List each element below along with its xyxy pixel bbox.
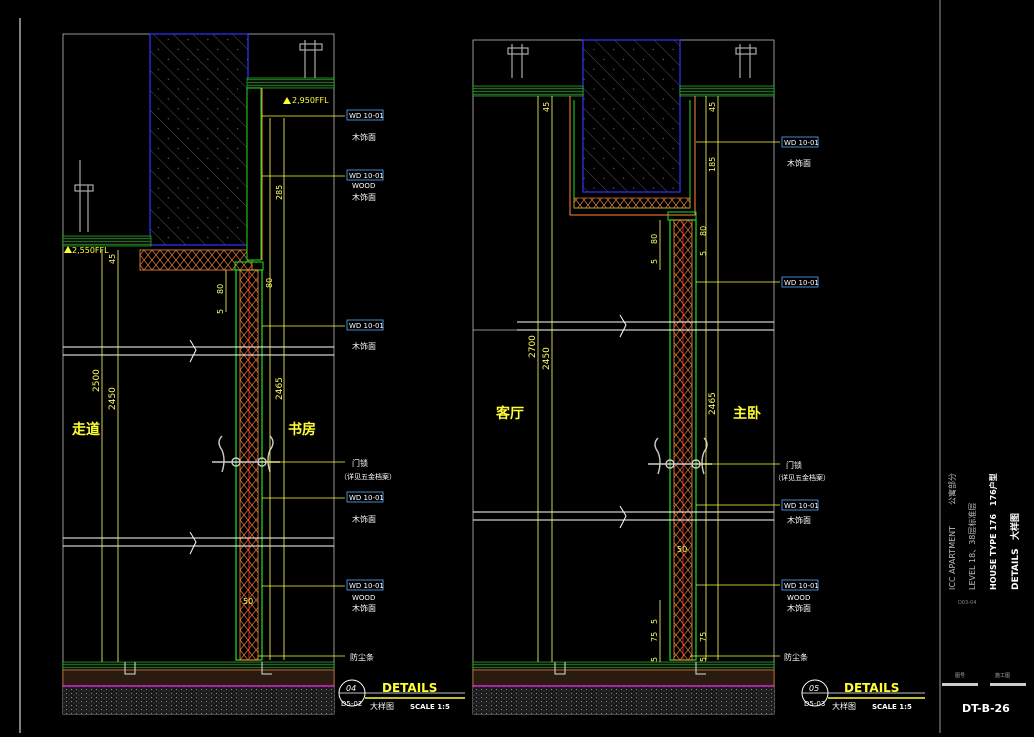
svg-text:WD 10-01: WD 10-01	[784, 139, 819, 147]
svg-text:WD 10-01: WD 10-01	[349, 322, 384, 330]
left-detail-title: 04 D5-02 DETAILS 大样图 SCALE 1:5	[338, 679, 465, 711]
right-dim-185: 185	[708, 157, 717, 172]
svg-text:木饰面: 木饰面	[787, 158, 811, 168]
svg-text:木饰面: 木饰面	[352, 192, 376, 202]
right-callout-1: WD 10-01 木饰面	[781, 136, 819, 168]
svg-text:WOOD: WOOD	[787, 594, 810, 602]
svg-text:（详见五金档案）: （详见五金档案）	[774, 473, 830, 482]
left-level-2950: 2,950FFL	[292, 96, 329, 105]
svg-text:DETAILS: DETAILS	[844, 681, 899, 695]
svg-text:WD 10-01: WD 10-01	[349, 172, 384, 180]
right-dim-2450: 2450	[542, 347, 552, 370]
left-level-2550: 2,550FFL	[72, 246, 109, 255]
svg-text:防尘条: 防尘条	[350, 652, 374, 662]
svg-text:木饰面: 木饰面	[352, 514, 376, 524]
right-detail-title: 05 D5-03 DETAILS 大样图 SCALE 1:5	[801, 679, 925, 711]
left-callout-1: WD 10-01 木饰面	[346, 109, 384, 142]
right-dim-5a: 5	[650, 619, 659, 624]
right-callout-dust-strip: 防尘条	[784, 652, 808, 662]
tb-details-cn: 大样图	[1009, 513, 1021, 540]
svg-text:大样图: 大样图	[370, 701, 394, 711]
tb-house-type: HOUSE TYPE 176	[989, 514, 998, 591]
left-dim-5: 5	[216, 309, 225, 314]
tb-project: ICC APARTMENT	[948, 526, 957, 590]
svg-text:（详见五金档案）: （详见五金档案）	[340, 472, 396, 481]
svg-text:大样图: 大样图	[832, 701, 856, 711]
right-dim-5c: 5	[699, 657, 708, 662]
tb-drawing-no: DT-B-26	[962, 702, 1010, 715]
svg-text:D5-02: D5-02	[341, 700, 362, 708]
svg-text:SCALE 1:5: SCALE 1:5	[872, 703, 912, 711]
svg-text:SCALE 1:5: SCALE 1:5	[410, 703, 450, 711]
tb-project-cn: 公寓部分	[947, 473, 957, 505]
svg-text:04: 04	[346, 684, 356, 693]
left-dim-2465: 2465	[275, 377, 285, 400]
right-dim-2465: 2465	[708, 392, 718, 415]
right-callout-lock: 门锁 （详见五金档案）	[774, 460, 830, 482]
left-dim-2500: 2500	[92, 369, 102, 392]
room-corridor: 走道	[72, 421, 100, 438]
svg-text:WD 10-01: WD 10-01	[349, 582, 384, 590]
svg-text:门锁: 门锁	[352, 458, 368, 468]
left-dim-80a: 80	[216, 284, 225, 294]
svg-text:木饰面: 木饰面	[787, 515, 811, 525]
right-dim-45r: 45	[708, 102, 717, 112]
right-dim-80r: 80	[699, 226, 708, 236]
right-dim-75b: 75	[699, 632, 708, 642]
svg-text:05: 05	[809, 684, 819, 693]
svg-text:WD 10-01: WD 10-01	[784, 279, 819, 287]
room-master-bedroom: 主卧	[733, 405, 761, 422]
right-dim-50: 50	[677, 545, 687, 554]
svg-text:WD 10-01: WD 10-01	[784, 502, 819, 510]
svg-text:WOOD: WOOD	[352, 594, 375, 602]
svg-text:木饰面: 木饰面	[787, 603, 811, 613]
left-callout-5: WD 10-01 WOOD 木饰面	[346, 579, 384, 613]
right-callout-2: WD 10-01	[781, 276, 819, 288]
title-block: ICC APARTMENT 公寓部分 LEVEL 18、38层标准层 HOUSE…	[942, 473, 1026, 715]
left-callout-4: WD 10-01 木饰面	[346, 491, 384, 524]
left-detail: 2500 2450 45 5 285 80 80 2465 50 2,950FF…	[62, 33, 465, 715]
svg-text:WD 10-01: WD 10-01	[349, 112, 384, 120]
left-dim-2450: 2450	[108, 387, 118, 410]
left-dim-50: 50	[243, 597, 253, 606]
right-callout-3: WD 10-01 木饰面	[781, 499, 819, 525]
right-detail: 2700 2450 45 80 5 45 185 80 5 2465 50 5 …	[472, 39, 925, 715]
right-dim-80l: 80	[650, 234, 659, 244]
svg-text:木饰面: 木饰面	[352, 603, 376, 613]
tb-house-type-cn: 176户型	[988, 473, 998, 506]
svg-text:WOOD: WOOD	[352, 182, 375, 190]
tb-level: LEVEL 18、38层标准层	[967, 503, 977, 590]
room-living: 客厅	[495, 405, 524, 422]
svg-text:DETAILS: DETAILS	[382, 681, 437, 695]
right-dim-2700: 2700	[528, 335, 538, 358]
tb-code-small: D03-04	[958, 600, 976, 606]
right-dim-5l: 5	[650, 259, 659, 264]
right-callout-4: WD 10-01 WOOD 木饰面	[781, 579, 819, 613]
left-dim-285: 285	[275, 185, 284, 200]
svg-text:防尘条: 防尘条	[784, 652, 808, 662]
svg-text:木饰面: 木饰面	[352, 132, 376, 142]
left-callout-3: WD 10-01 木饰面	[346, 319, 384, 351]
left-callout-2: WD 10-01 WOOD 木饰面	[346, 169, 384, 202]
tb-details: DETAILS	[1011, 548, 1021, 590]
right-dim-5b: 5	[650, 657, 659, 662]
svg-text:WD 10-01: WD 10-01	[349, 494, 384, 502]
svg-text:木饰面: 木饰面	[352, 341, 376, 351]
right-dim-5r: 5	[699, 251, 708, 256]
tb-label-a: 图号	[955, 673, 965, 679]
svg-text:门锁: 门锁	[786, 460, 802, 470]
left-callout-dust-strip: 防尘条	[350, 652, 374, 662]
tb-label-b: 施工图	[995, 672, 1010, 679]
left-dim-45: 45	[108, 254, 117, 264]
right-dim-75a: 75	[650, 632, 659, 642]
svg-text:WD 10-01: WD 10-01	[784, 582, 819, 590]
left-dim-80b: 80	[265, 278, 274, 288]
left-callout-lock: 门锁 （详见五金档案）	[340, 458, 396, 481]
right-dim-45l: 45	[542, 102, 551, 112]
room-study: 书房	[288, 421, 316, 438]
svg-text:D5-03: D5-03	[804, 700, 825, 708]
